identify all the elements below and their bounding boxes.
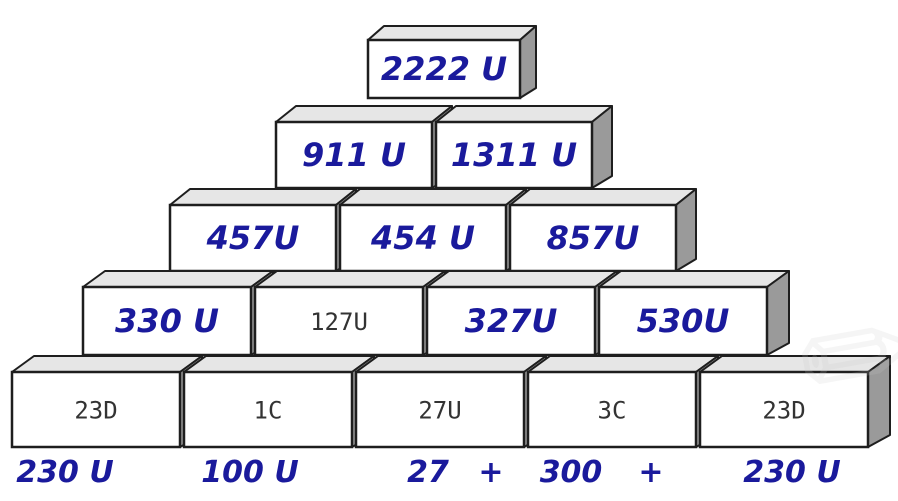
brick-label: 2222 U — [381, 50, 507, 88]
brick-top-face — [368, 26, 536, 40]
brick-top-face — [255, 271, 445, 287]
brick-top-face — [184, 356, 374, 372]
brick: 127U — [255, 271, 445, 355]
brick-label: 127U — [310, 308, 368, 336]
brick: 3C — [528, 356, 718, 447]
brick-label: 330 U — [115, 302, 219, 340]
brick: 857U — [510, 189, 696, 271]
note-term: 27 — [407, 455, 449, 490]
brick: 1C — [184, 356, 374, 447]
brick-side-face — [868, 356, 890, 447]
note-term: 300 — [540, 455, 603, 490]
brick-side-face — [520, 26, 536, 98]
brick-top-face — [510, 189, 696, 205]
brick: 327U — [427, 271, 617, 355]
brick-top-face — [340, 189, 526, 205]
brick-top-face — [170, 189, 356, 205]
brick-side-face — [767, 271, 789, 355]
brick-label: 23D — [762, 397, 805, 425]
brick-top-face — [436, 106, 612, 122]
brick: 23D — [12, 356, 202, 447]
brick-top-face — [528, 356, 718, 372]
brick-label: 530U — [637, 302, 730, 340]
brick-label: 1311 U — [451, 136, 577, 174]
note-term: 230 U — [16, 455, 113, 490]
brick-top-face — [599, 271, 789, 287]
brick-label: 3C — [598, 397, 627, 425]
brick: 330 U — [83, 271, 273, 355]
brick-label: 23D — [74, 397, 117, 425]
brick: 454 U — [340, 189, 526, 271]
plus-sign: + — [638, 455, 663, 490]
note-term: 100 U — [201, 455, 298, 490]
brick-label: 327U — [465, 302, 558, 340]
brick: 457U — [170, 189, 356, 271]
brick-label: 454 U — [370, 219, 475, 257]
plus-sign: + — [478, 455, 503, 490]
bottom-calculation-note: 230 U 100 U 27 +300 +230 U — [16, 455, 840, 490]
brick: 27U — [356, 356, 546, 447]
brick-label: 1C — [254, 397, 283, 425]
brick-top-face — [427, 271, 617, 287]
brick-label: 911 U — [302, 136, 406, 174]
brick-top-face — [700, 356, 890, 372]
brick: 530U — [599, 271, 789, 355]
brick-top-face — [276, 106, 452, 122]
brick-top-face — [356, 356, 546, 372]
brick-top-face — [83, 271, 273, 287]
brick: 23D — [700, 356, 890, 447]
brick: 1311 U — [436, 106, 612, 188]
brick-label: 457U — [206, 219, 300, 257]
brick-top-face — [12, 356, 202, 372]
brick: 911 U — [276, 106, 452, 188]
note-term: 230 U — [743, 455, 840, 490]
brick-label: 27U — [418, 397, 461, 425]
brick-label: 857U — [547, 219, 640, 257]
brick: 2222 U — [368, 26, 536, 98]
